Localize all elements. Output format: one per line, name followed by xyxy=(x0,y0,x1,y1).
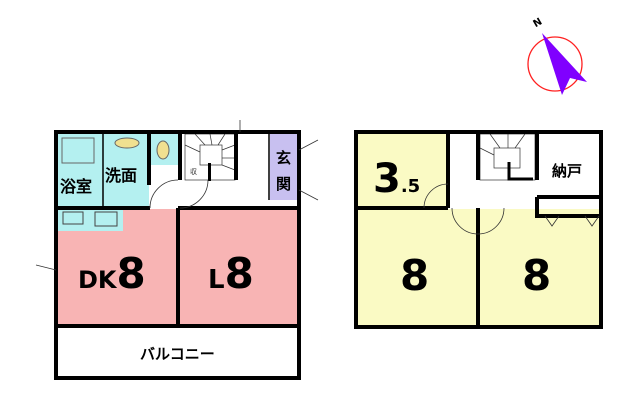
doors-2f[interactable] xyxy=(423,183,600,235)
compass-ring xyxy=(527,36,583,92)
kitchen-sink-icon xyxy=(94,211,118,227)
room-8-b xyxy=(480,209,600,326)
living-label: L8 xyxy=(208,249,254,298)
entrance-label-1: 玄 xyxy=(276,149,291,167)
sink-icon xyxy=(114,137,140,149)
floor-1: 収 浴室 洗面 玄 関 DK8 L8 バルコニー xyxy=(35,120,319,380)
walls-2f xyxy=(354,130,603,329)
room-8-a-label: 8 xyxy=(400,251,429,300)
bath-label: 浴室 xyxy=(60,177,92,196)
living-room xyxy=(178,209,298,326)
stair-mark: 収 xyxy=(190,168,197,176)
floor-2: 3.5 納戸 8 8 xyxy=(354,130,603,329)
dk-label: DK8 xyxy=(78,249,146,298)
room-8-b-label: 8 xyxy=(522,251,551,300)
entrance xyxy=(270,133,297,200)
room-8-a xyxy=(357,209,478,326)
washroom-label: 洗面 xyxy=(105,166,137,185)
room-3-5 xyxy=(357,133,448,208)
toilet-icon xyxy=(156,140,170,160)
compass: N xyxy=(527,16,587,95)
stove-icon xyxy=(62,211,84,225)
bathtub-icon xyxy=(61,137,95,164)
entrance-label-2: 関 xyxy=(276,175,291,193)
storage-label: 納戸 xyxy=(552,162,582,180)
doors-1f[interactable] xyxy=(35,120,319,271)
north-arrow-icon xyxy=(542,33,587,95)
bath-room xyxy=(57,133,103,207)
room-3-5-label: 3.5 xyxy=(373,156,420,202)
balcony-label: バルコニー xyxy=(140,345,215,363)
north-label: N xyxy=(532,16,545,30)
